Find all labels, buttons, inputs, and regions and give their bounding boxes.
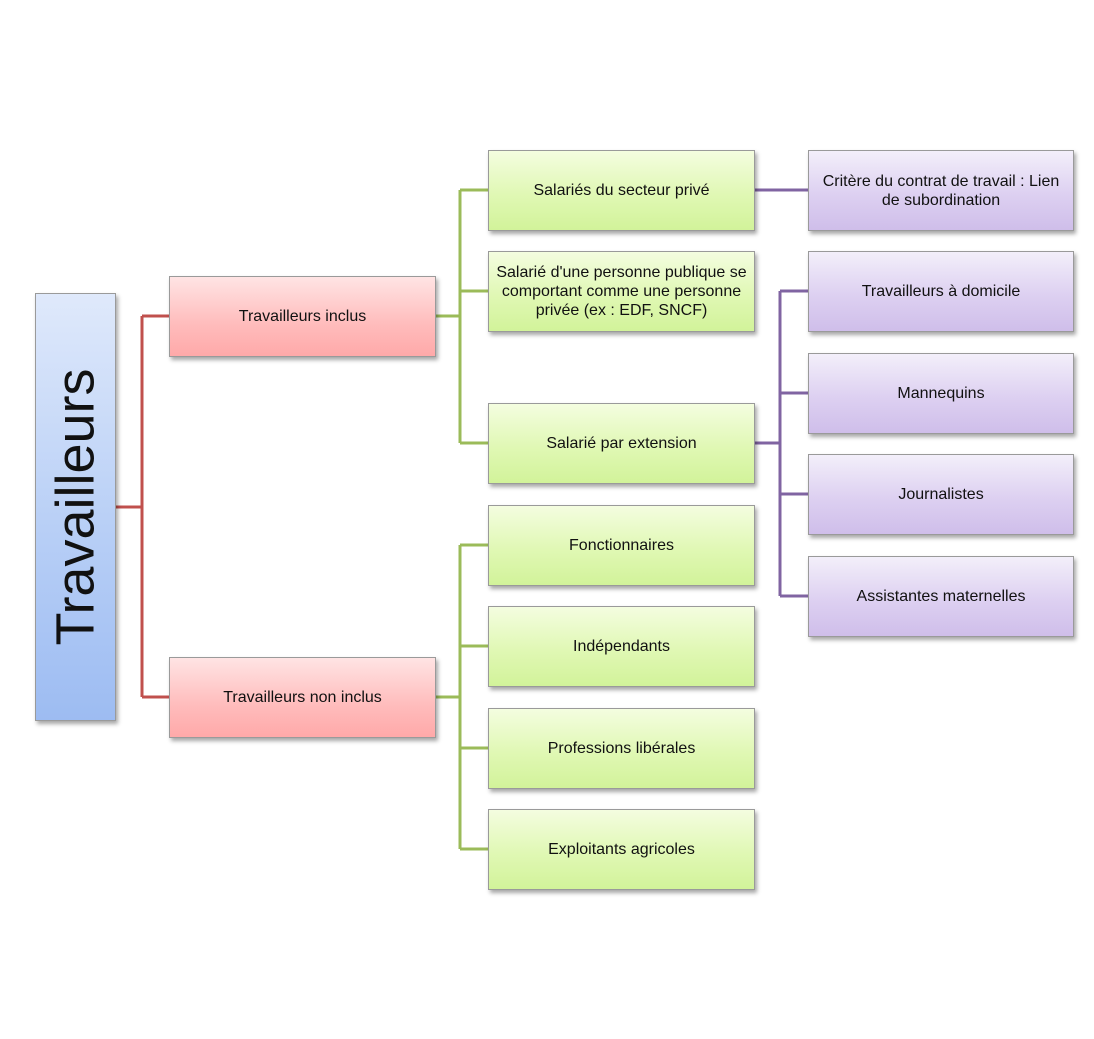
- node-assistantes-maternelles: Assistantes maternelles: [808, 556, 1074, 637]
- root-label: Travailleurs: [45, 368, 106, 646]
- node-travailleurs-non-inclus: Travailleurs non inclus: [169, 657, 436, 738]
- node-journalistes: Journalistes: [808, 454, 1074, 535]
- node-label: Travailleurs à domicile: [861, 283, 1021, 300]
- node-label: Indépendants: [573, 638, 670, 655]
- node-salarie-par-extension: Salarié par extension: [488, 403, 755, 484]
- node-label: Fonctionnaires: [569, 537, 674, 554]
- node-salaries-secteur-prive: Salariés du secteur privé: [488, 150, 755, 231]
- node-label: Salariés du secteur privé: [533, 182, 710, 199]
- root-connector: [115, 314, 169, 699]
- node-fonctionnaires: Fonctionnaires: [488, 505, 755, 586]
- node-travailleurs-a-domicile: Travailleurs à domicile: [808, 251, 1074, 332]
- node-professions-liberales: Professions libérales: [488, 708, 755, 789]
- node-label: Critère du contrat de travail : Lien de …: [822, 172, 1060, 209]
- root-node: Travailleurs: [35, 293, 116, 721]
- node-salarie-personne-publique: Salarié d'une personne publique se compo…: [488, 251, 755, 332]
- node-label: Exploitants agricoles: [548, 841, 695, 858]
- inclus-connector: [435, 188, 488, 445]
- non-inclus-connector: [435, 543, 488, 851]
- node-label: Journalistes: [898, 486, 984, 503]
- node-independants: Indépendants: [488, 606, 755, 687]
- node-exploitants-agricoles: Exploitants agricoles: [488, 809, 755, 890]
- node-label: Mannequins: [897, 385, 985, 402]
- node-label: Professions libérales: [547, 740, 696, 757]
- node-label: Salarié par extension: [546, 435, 697, 452]
- node-critere-contrat-travail: Critère du contrat de travail : Lien de …: [808, 150, 1074, 231]
- node-travailleurs-inclus: Travailleurs inclus: [169, 276, 436, 357]
- node-mannequins: Mannequins: [808, 353, 1074, 434]
- node-label: Travailleurs non inclus: [223, 689, 382, 706]
- extension-connector: [754, 289, 808, 598]
- node-label: Salarié d'une personne publique se compo…: [496, 264, 747, 319]
- node-label: Travailleurs inclus: [238, 308, 367, 325]
- node-label: Assistantes maternelles: [856, 588, 1026, 605]
